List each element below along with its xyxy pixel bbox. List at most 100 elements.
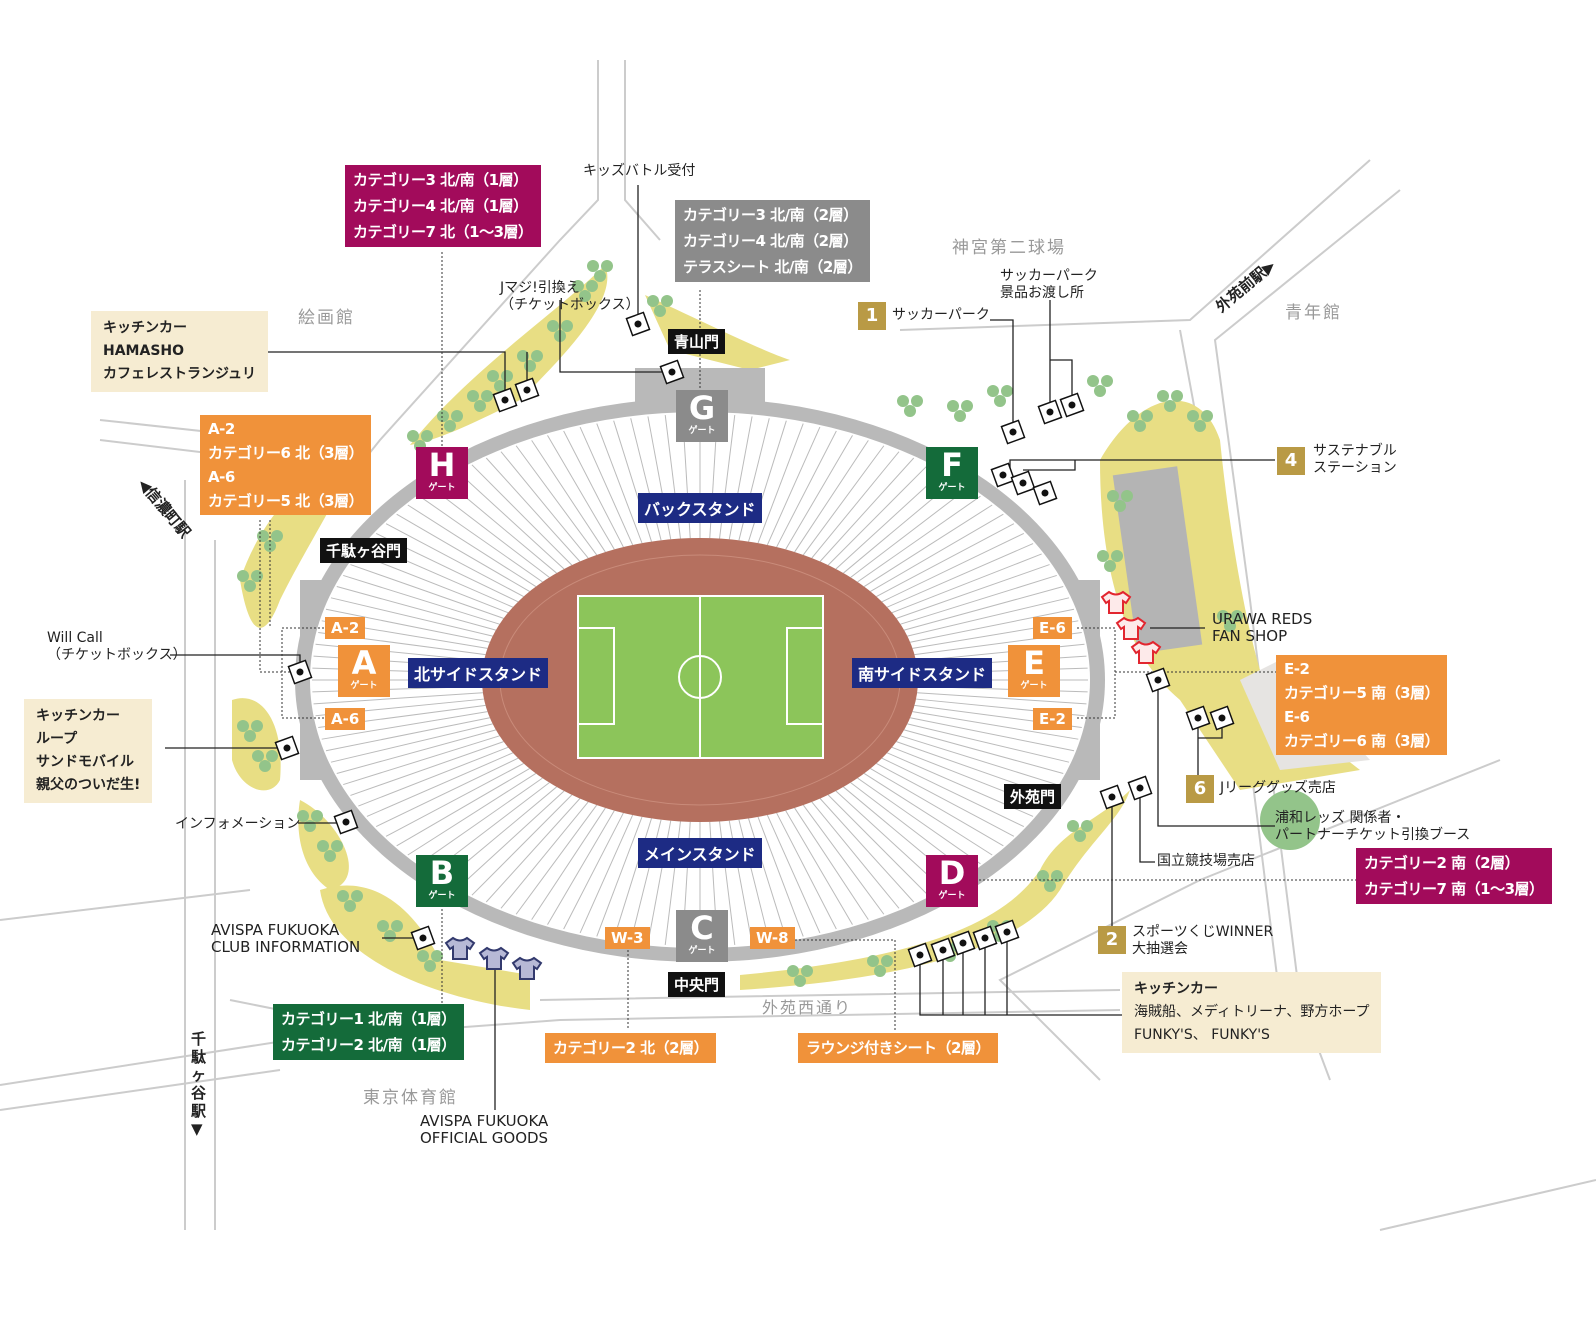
seat-box-w8: ラウンジ付きシート（2層）: [798, 1033, 998, 1063]
stand-line: [485, 457, 581, 562]
tree: [1157, 390, 1169, 402]
tree: [424, 960, 436, 972]
tree: [317, 840, 329, 852]
tree: [384, 930, 396, 942]
stand-line: [313, 692, 483, 705]
kiosk-icon[interactable]: [1059, 392, 1085, 418]
tag-w3: W-3: [605, 927, 650, 949]
tree: [1107, 490, 1119, 502]
kiosk-icon[interactable]: [410, 925, 436, 951]
tree: [954, 410, 966, 422]
stand-line: [325, 608, 490, 643]
tree: [1164, 400, 1176, 412]
tree: [561, 320, 573, 332]
kiosk-icon[interactable]: [1127, 775, 1153, 801]
tree: [451, 410, 463, 422]
badge-4: 4: [1277, 447, 1305, 475]
kiosk-icon[interactable]: [1185, 705, 1211, 731]
station-sendagaya[interactable]: 千駄ヶ谷駅▼: [191, 1030, 207, 1138]
badge-6: 6: [1186, 775, 1214, 803]
tree: [1104, 560, 1116, 572]
kiosk-icon[interactable]: [1010, 470, 1036, 496]
kiosk-icon[interactable]: [492, 387, 518, 413]
stand-line: [910, 608, 1075, 643]
kiosk-icon[interactable]: [1037, 399, 1063, 425]
kiosk-icon[interactable]: [333, 809, 359, 835]
tree: [654, 305, 666, 317]
kiosk-icon[interactable]: [287, 659, 313, 685]
tree: [271, 530, 283, 542]
gate-chuo-mon[interactable]: 中央門: [668, 972, 726, 997]
stand-line: [366, 752, 514, 817]
tree: [311, 810, 323, 822]
kiosk-icon[interactable]: [1000, 419, 1026, 445]
kiosk-icon[interactable]: [1209, 705, 1235, 731]
stand-line: [827, 794, 929, 896]
tree: [1081, 820, 1093, 832]
kiosk-icon[interactable]: [274, 735, 300, 761]
tree: [586, 280, 598, 292]
kiosk-icon[interactable]: [1145, 667, 1171, 693]
label-soccer-prize: サッカーパーク景品お渡し所: [1000, 268, 1098, 301]
stand-line: [500, 451, 589, 559]
gate-sendagaya-mon[interactable]: 千駄ヶ谷門: [320, 538, 408, 563]
tree: [1111, 550, 1123, 562]
kiosk-icon[interactable]: [950, 930, 976, 956]
gate-gaien-mon[interactable]: 外苑門: [1004, 784, 1062, 809]
kiosk-icon[interactable]: [659, 359, 685, 385]
stand-main: メインスタンド: [638, 838, 762, 868]
kiosk-icon[interactable]: [994, 919, 1020, 945]
tree: [647, 295, 659, 307]
stand-line: [343, 735, 500, 786]
tree: [911, 395, 923, 407]
gate-aoyama-mon[interactable]: 青山門: [668, 329, 726, 354]
tree: [1121, 490, 1133, 502]
tree: [251, 720, 263, 732]
stand-line: [876, 763, 1015, 837]
stand-line: [596, 423, 643, 544]
kiosk-icon[interactable]: [625, 311, 651, 337]
shirt-icon: [1115, 616, 1147, 640]
stand-line: [903, 729, 1064, 774]
kiosk-icon[interactable]: [1099, 784, 1125, 810]
stand-line: [827, 464, 929, 566]
tree: [947, 400, 959, 412]
tag-w8: W-8: [750, 927, 795, 949]
stand-line: [811, 451, 900, 559]
tree: [437, 410, 449, 422]
tree: [1187, 410, 1199, 422]
kiosk-icon[interactable]: [1032, 480, 1058, 506]
tree: [579, 290, 591, 302]
stand-line: [515, 804, 598, 915]
building-taiikukan: 東京体育館: [363, 1088, 458, 1108]
building-seinenkan: 青年館: [1285, 303, 1342, 323]
tag-e6: E-6: [1033, 617, 1072, 639]
label-will-call: Will Call（チケットボックス）: [47, 630, 187, 663]
label-kids-battle: キッズバトル受付: [583, 163, 696, 179]
stand-line: [785, 435, 853, 550]
tree: [1067, 820, 1079, 832]
kiosk-icon[interactable]: [907, 942, 933, 968]
kiosk-icon[interactable]: [514, 377, 540, 403]
stand-line: [811, 801, 900, 909]
tree: [431, 950, 443, 962]
kiosk-icon[interactable]: [930, 937, 956, 963]
kiosk-markers[interactable]: [274, 311, 1235, 968]
tree: [474, 400, 486, 412]
kiosk-icon[interactable]: [990, 462, 1016, 488]
building-jingu2: 神宮第二球場: [952, 238, 1066, 258]
kiosk-icon[interactable]: [972, 925, 998, 951]
tree: [1101, 375, 1113, 387]
